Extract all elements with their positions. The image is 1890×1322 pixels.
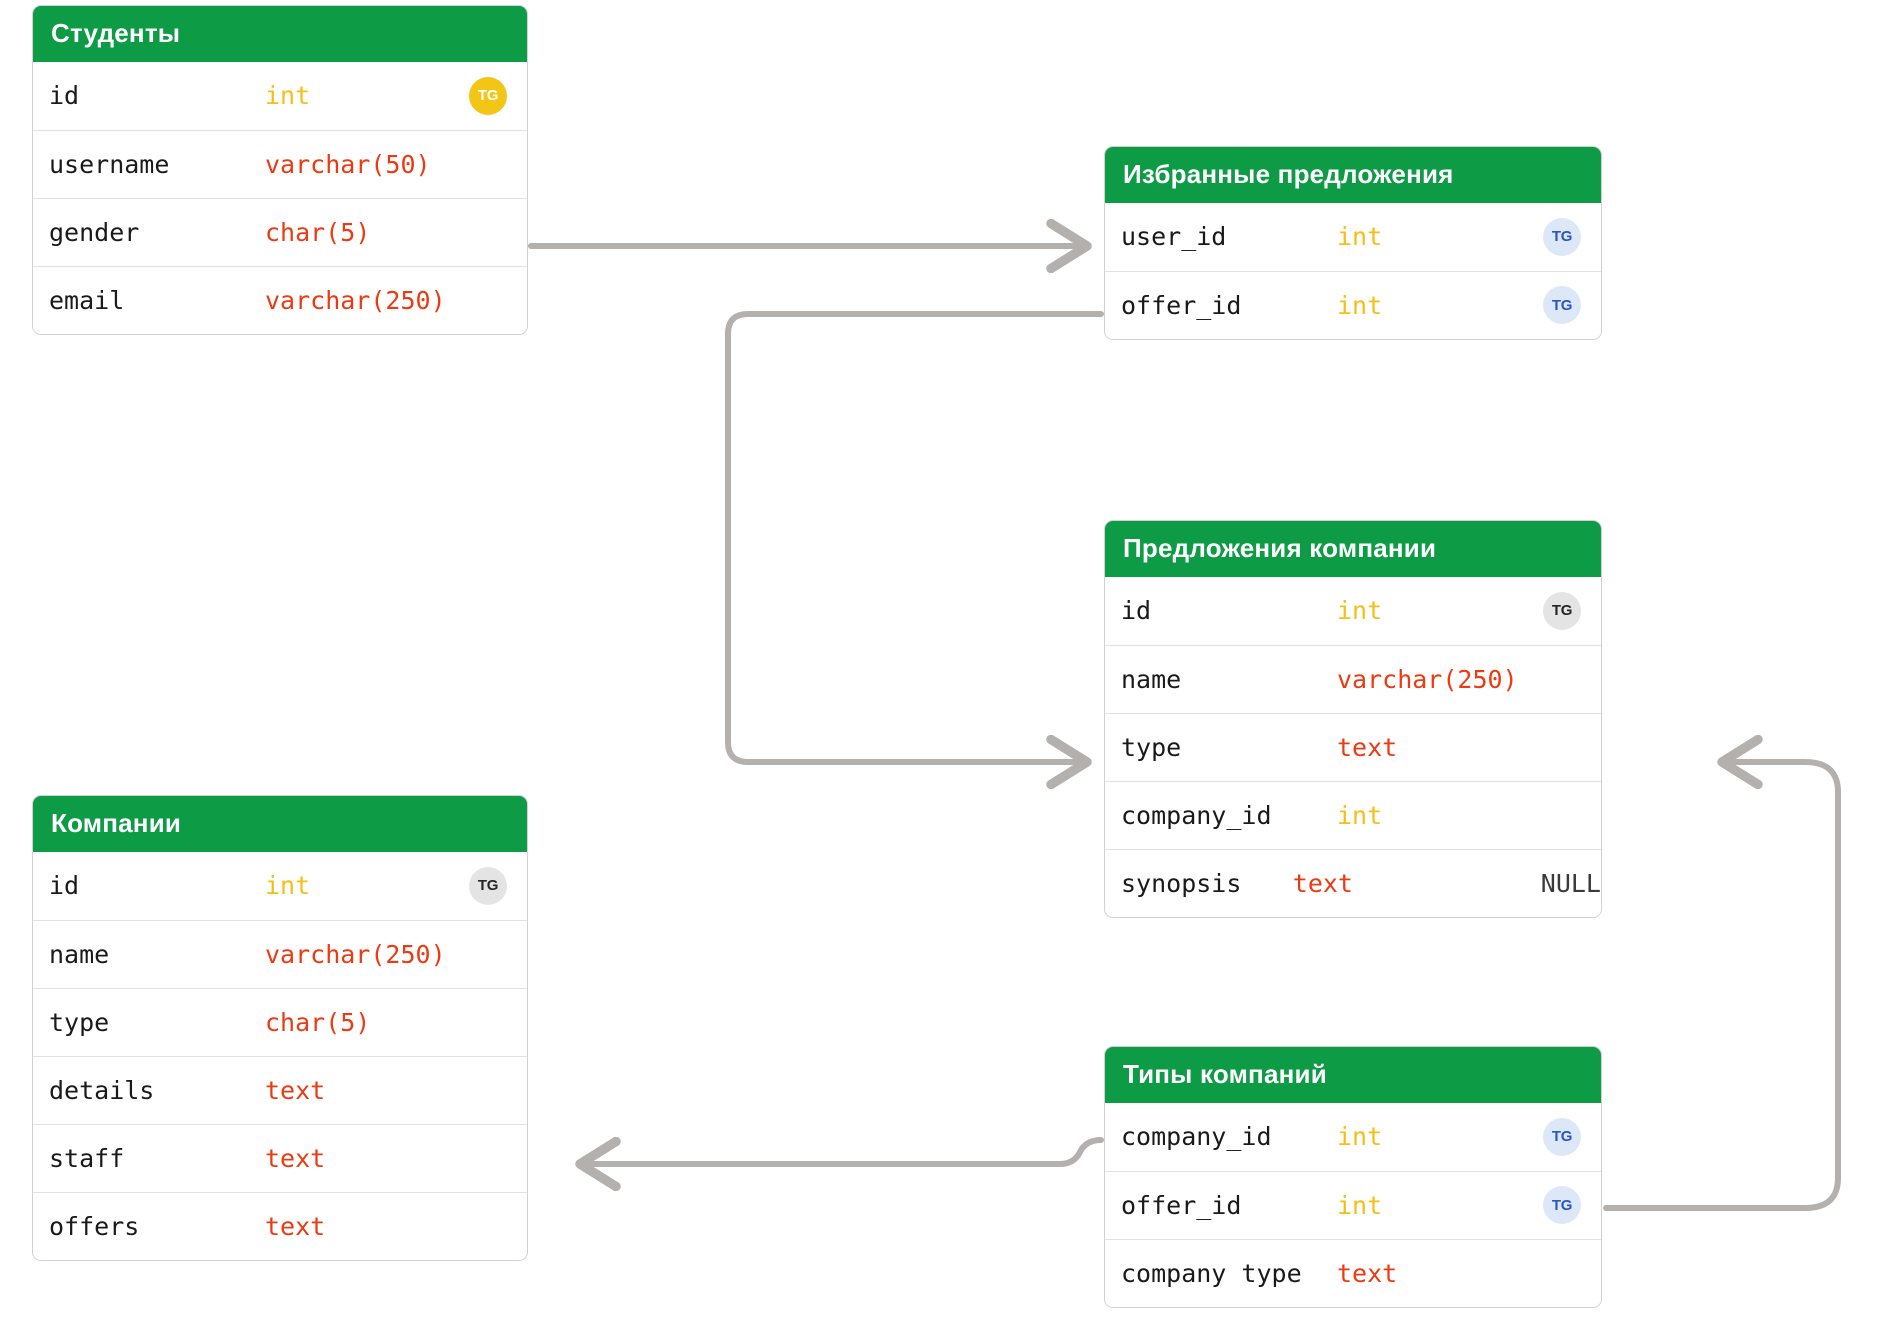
entity-field-row[interactable]: offer_id int TG [1105, 1170, 1601, 1239]
key-badge-icon: TG [1543, 591, 1581, 630]
entity-title-favorites: Избранные предложения [1105, 147, 1601, 203]
entity-companies[interactable]: Компании id int TG name varchar(250) type char… [32, 795, 528, 1261]
field-type: int [1337, 1190, 1383, 1220]
entity-field-row[interactable]: type text [1105, 712, 1601, 781]
entity-rows-company-offers: id int TG name varchar(250) type text company_i… [1105, 576, 1601, 917]
field-name: company type [1121, 1258, 1302, 1288]
field-name: username [49, 149, 170, 179]
entity-field-row[interactable]: gender char(5) [33, 197, 527, 266]
connector-favorites-offers [725, 311, 1104, 762]
field-type: int [1337, 222, 1383, 252]
entity-title-company-types: Типы компаний [1105, 1047, 1601, 1103]
field-name: id [49, 81, 80, 111]
field-type: text [1337, 1258, 1398, 1288]
key-badge-icon: TG [1543, 1186, 1581, 1225]
field-name: name [1121, 664, 1182, 694]
entity-field-row[interactable]: id int TG [33, 851, 527, 920]
field-name: email [49, 285, 125, 315]
field-type: text [265, 1143, 326, 1173]
field-type: varchar(250) [265, 939, 446, 969]
entity-field-row[interactable]: id int TG [33, 61, 527, 130]
entity-rows-students: id int TG username varchar(50) gender char(5) e… [33, 61, 527, 334]
connector-ctypes-companies [580, 1137, 1104, 1164]
entity-field-row[interactable]: id int TG [1105, 576, 1601, 645]
key-badge-icon: TG [1543, 1117, 1581, 1156]
entity-field-row[interactable]: company_id int [1105, 780, 1601, 849]
entity-company-offers[interactable]: Предложения компании id int TG name varchar(… [1104, 520, 1602, 918]
field-type: text [265, 1211, 326, 1241]
entity-field-row[interactable]: offer_id int TG [1105, 270, 1601, 339]
field-nullable-flag: NULL [1540, 868, 1601, 898]
entity-title-company-offers: Предложения компании [1105, 521, 1601, 577]
field-type: int [1337, 800, 1383, 830]
field-name: type [49, 1007, 110, 1037]
field-name: id [49, 871, 80, 901]
entity-field-row[interactable]: email varchar(250) [33, 265, 527, 334]
field-name: user_id [1121, 222, 1227, 252]
key-badge-icon: TG [1543, 217, 1581, 256]
entity-rows-companies: id int TG name varchar(250) type char(5) detail… [33, 851, 527, 1260]
key-badge-icon: TG [469, 76, 507, 115]
key-badge-icon: TG [469, 866, 507, 905]
entity-title-students: Студенты [33, 6, 527, 62]
field-name: type [1121, 732, 1182, 762]
field-type: varchar(250) [265, 285, 446, 315]
field-name: gender [49, 217, 140, 247]
entity-students[interactable]: Студенты id int TG username varchar(50) gende… [32, 5, 528, 335]
key-badge-icon: TG [1543, 286, 1581, 325]
field-type: char(5) [265, 1007, 371, 1037]
entity-field-row[interactable]: username varchar(50) [33, 129, 527, 198]
entity-field-row[interactable]: details text [33, 1055, 527, 1124]
field-type: int [265, 81, 311, 111]
field-type: int [1337, 596, 1383, 626]
field-type: int [265, 871, 311, 901]
entity-field-row[interactable]: user_id int TG [1105, 202, 1601, 271]
field-type: text [265, 1075, 326, 1105]
field-type: varchar(50) [265, 149, 431, 179]
field-name: id [1121, 596, 1152, 626]
entity-field-row[interactable]: synopsis text NULL [1105, 848, 1601, 917]
field-name: details [49, 1075, 155, 1105]
connector-ctypes-offers [1603, 762, 1841, 1211]
field-type: text [1337, 732, 1398, 762]
entity-field-row[interactable]: name varchar(250) [33, 919, 527, 988]
field-type: int [1337, 290, 1383, 320]
field-type: char(5) [265, 217, 371, 247]
field-type: text [1292, 868, 1353, 898]
field-name: company_id [1121, 1122, 1272, 1152]
entity-field-row[interactable]: company type text [1105, 1238, 1601, 1307]
field-name: offer_id [1121, 290, 1242, 320]
entity-field-row[interactable]: company_id int TG [1105, 1102, 1601, 1171]
entity-field-row[interactable]: type char(5) [33, 987, 527, 1056]
field-name: staff [49, 1143, 125, 1173]
field-name: name [49, 939, 110, 969]
entity-field-row[interactable]: offers text [33, 1191, 527, 1260]
field-name: offers [49, 1211, 140, 1241]
field-name: synopsis [1121, 868, 1242, 898]
entity-field-row[interactable]: staff text [33, 1123, 527, 1192]
field-name: company_id [1121, 800, 1272, 830]
field-name: offer_id [1121, 1190, 1242, 1220]
field-type: varchar(250) [1337, 664, 1518, 694]
field-type: int [1337, 1122, 1383, 1152]
entity-title-companies: Компании [33, 796, 527, 852]
entity-field-row[interactable]: name varchar(250) [1105, 644, 1601, 713]
